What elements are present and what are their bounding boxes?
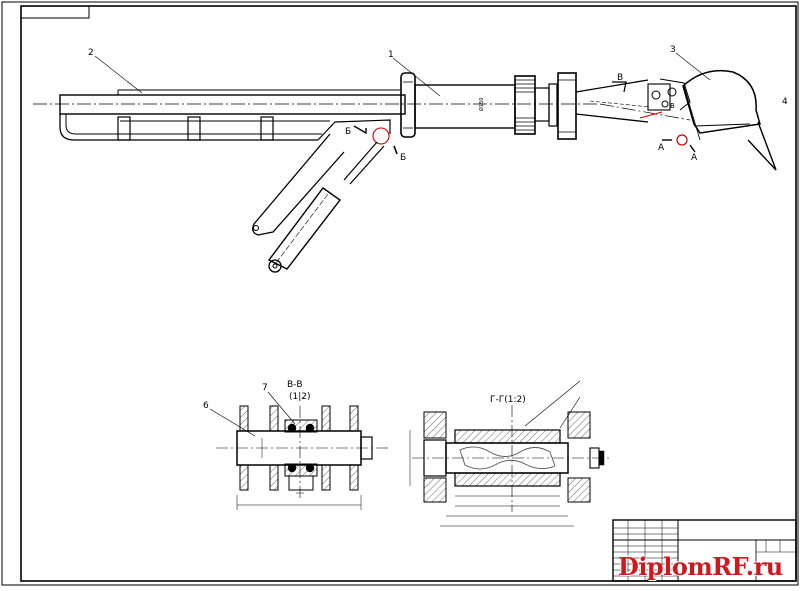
leader-7-label: 7 — [262, 383, 268, 393]
carrier-frame — [59, 114, 318, 141]
section-mark-a-left: А — [658, 143, 665, 153]
clamp-2 — [187, 116, 201, 141]
title-block — [612, 519, 797, 582]
pin-a — [676, 134, 688, 146]
corner-stamp-box — [20, 5, 90, 19]
main-assembly-view: Ø150 — [33, 69, 777, 273]
section-mark-a-right: А — [691, 153, 698, 163]
flange — [557, 72, 577, 140]
section-mark-v-top: В — [617, 73, 623, 83]
hydraulic-cylinder — [267, 187, 341, 270]
leader-3-label: 3 — [670, 45, 676, 55]
main-tube-section — [414, 84, 516, 129]
section-gg-view — [409, 405, 612, 527]
section-vv-scale: (1|2) — [289, 392, 311, 402]
section-mark-b-right: Б — [400, 153, 406, 163]
main-tube-dim: Ø150 — [478, 98, 485, 111]
clamp-1 — [117, 116, 131, 141]
clamp-3 — [260, 116, 274, 141]
inner-frame — [20, 5, 797, 582]
lower-link-arm — [252, 133, 345, 236]
long-tube — [59, 94, 406, 115]
leader-4-label: 4 — [782, 97, 788, 107]
gear-ring — [514, 75, 536, 135]
leader-1-label: 1 — [388, 50, 394, 60]
collar-ring — [400, 72, 416, 138]
section-gg-title: Г-Г(1:2) — [490, 395, 526, 405]
watermark-text: DiplomRF.ru — [618, 552, 783, 581]
section-vv-view — [216, 405, 388, 510]
bucket — [682, 69, 761, 134]
section-vv-title: В-В — [287, 380, 303, 390]
leader-6-label: 6 — [203, 401, 209, 411]
diplomrf-watermark-logo: DiplomRF.ru — [618, 552, 783, 581]
leader-2-label: 2 — [88, 48, 94, 58]
section-mark-b-left: Б — [345, 127, 351, 137]
section-mark-v-small: В — [670, 102, 675, 110]
